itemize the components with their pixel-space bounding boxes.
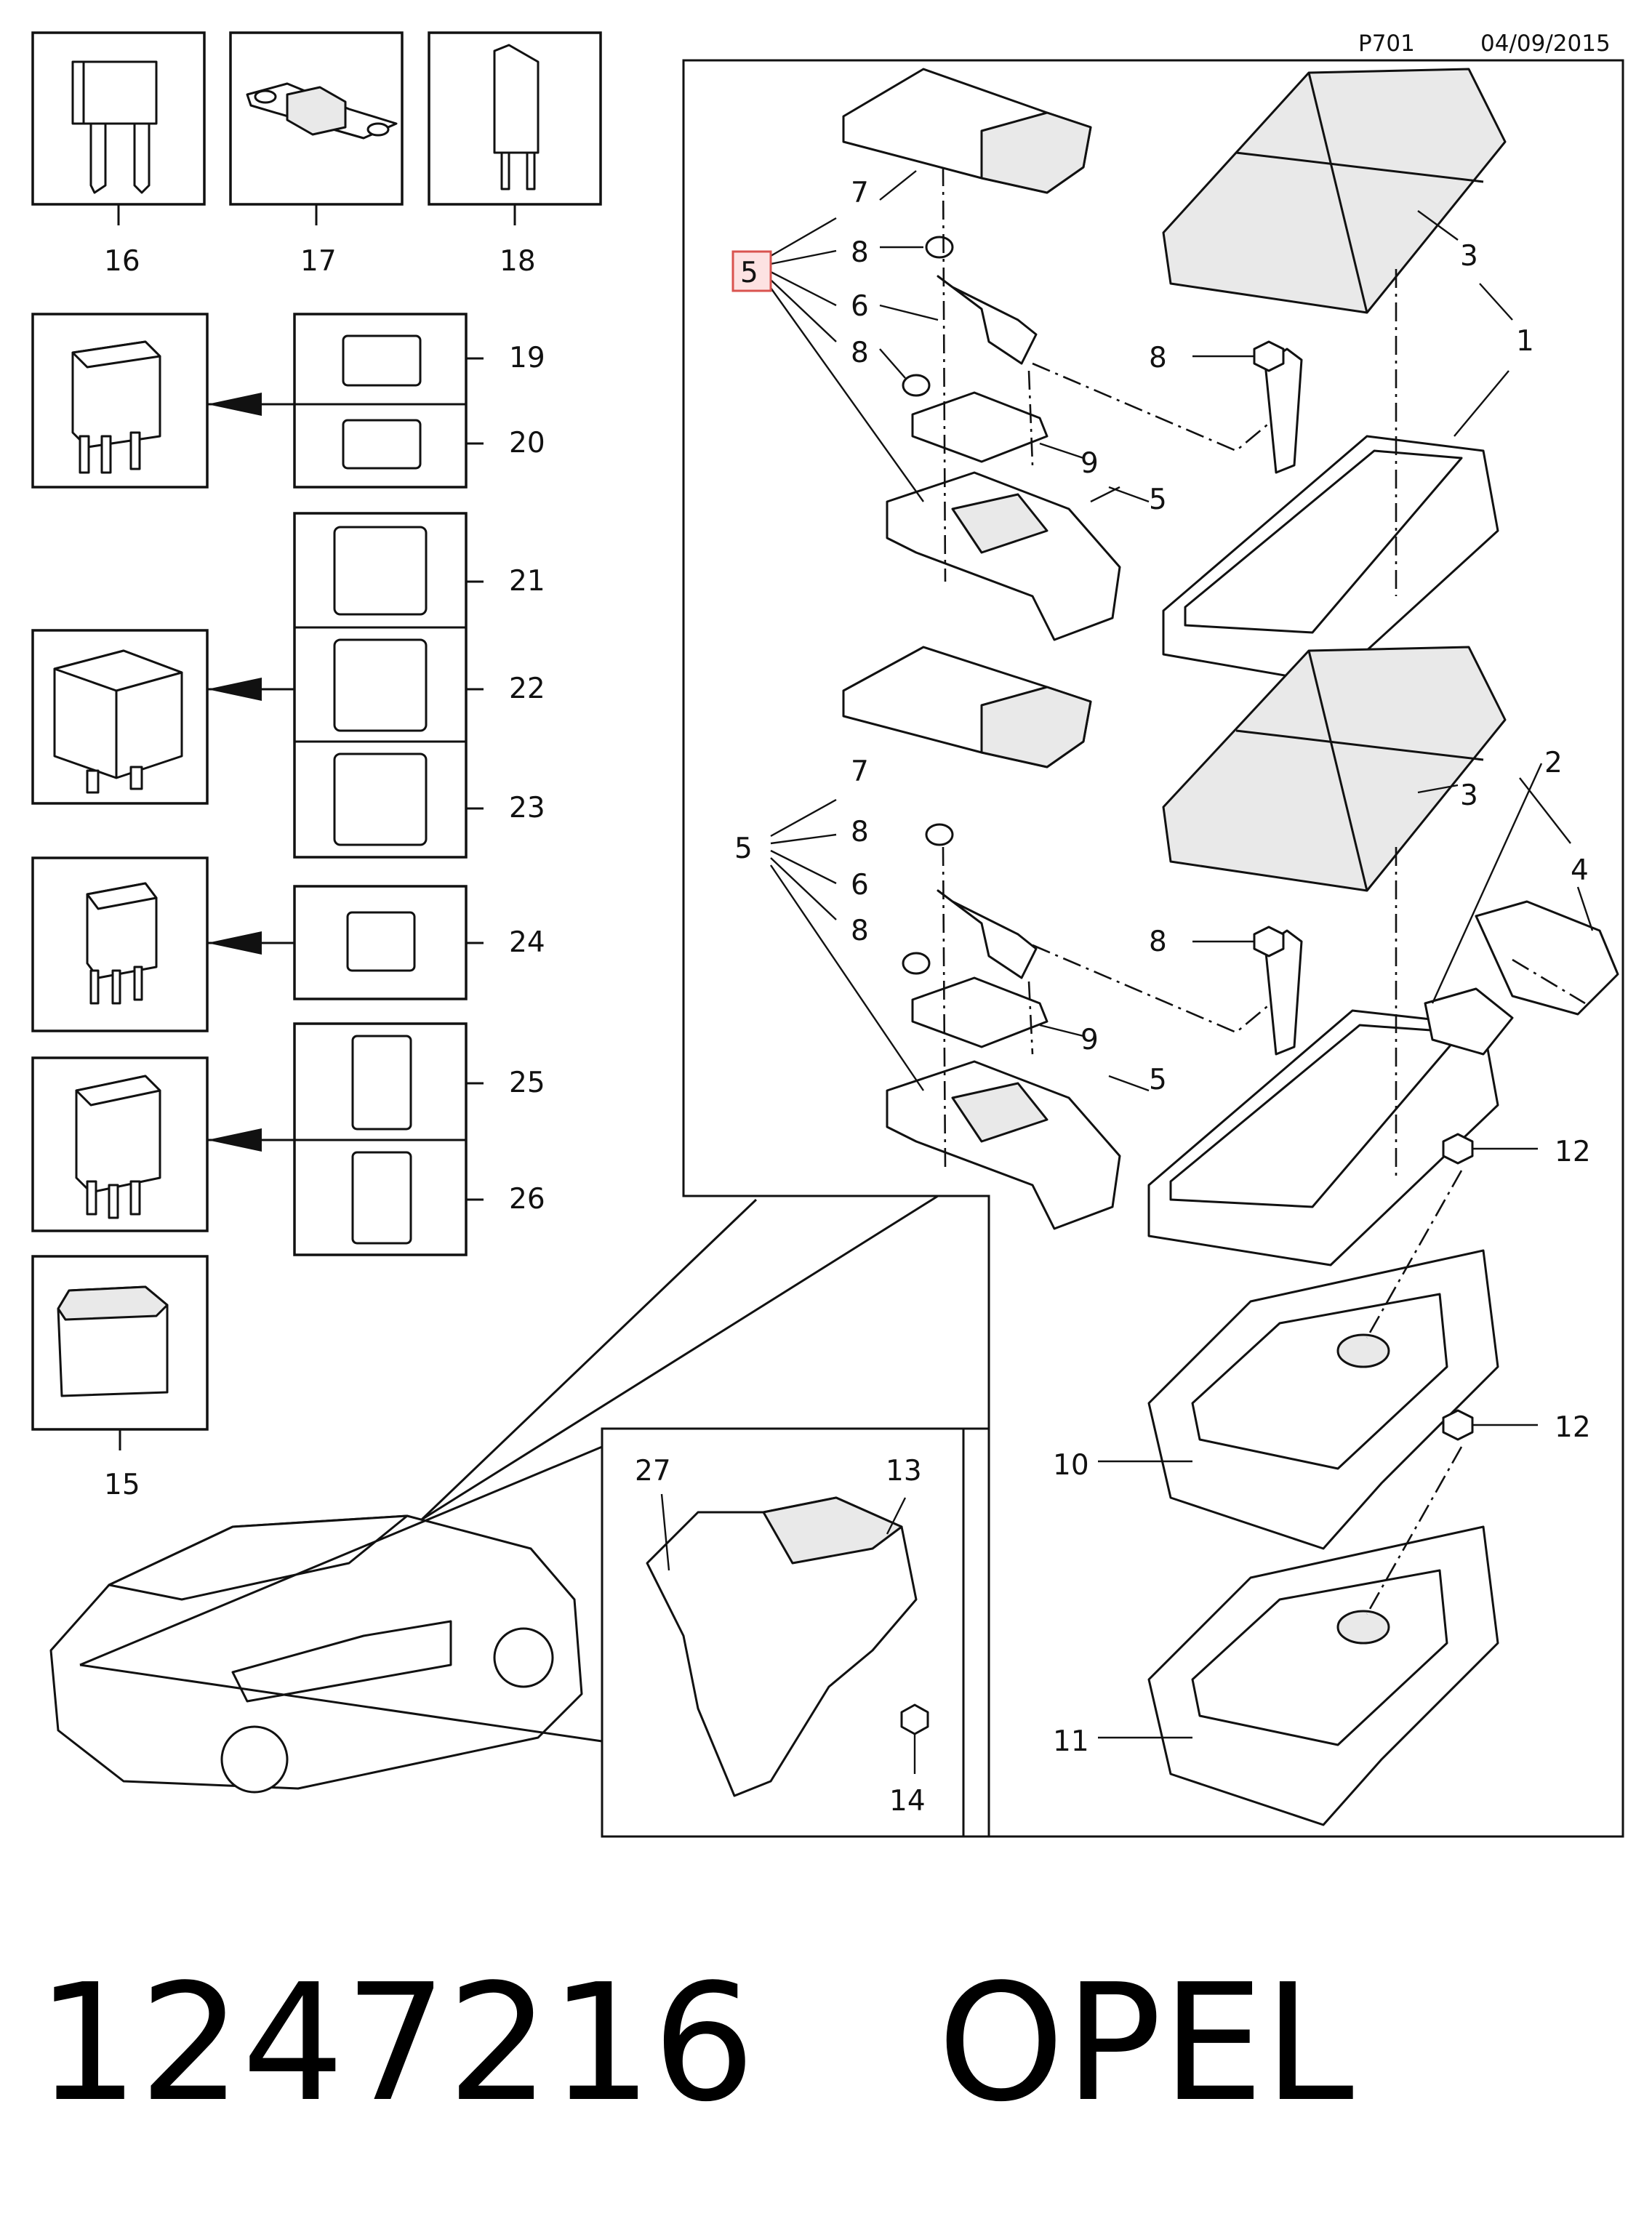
- callout-13: 13: [886, 1455, 922, 1488]
- callout-23: 23: [509, 792, 545, 824]
- callout-24: 24: [509, 926, 545, 959]
- relay-24-group: [31, 856, 484, 1032]
- callout-1: 1: [1516, 325, 1534, 358]
- brand-name: OPEL: [937, 1950, 1354, 2137]
- callout-20: 20: [509, 427, 545, 459]
- callout-7-upper: 7: [851, 177, 869, 209]
- diagram-date: 04/09/2015: [1480, 31, 1611, 57]
- callout-8-upper-b: 8: [851, 337, 869, 369]
- fuse-15-box: [31, 1255, 209, 1450]
- relay-25-26-group: [31, 1022, 484, 1256]
- upper-main-box: [1162, 68, 1507, 685]
- callout-8-upper-c: 8: [1149, 342, 1167, 374]
- nuts: [1253, 340, 1474, 1441]
- callout-7-lower: 7: [851, 755, 869, 788]
- upper-fuse-block-exploded: [842, 68, 1280, 641]
- callout-19: 19: [509, 342, 545, 374]
- callout-5-upper: 5: [1149, 483, 1167, 516]
- vehicle-location-view: [49, 1195, 990, 1838]
- callout-4: 4: [1571, 854, 1589, 887]
- relay-21-23-group: [31, 512, 484, 859]
- callout-26: 26: [509, 1183, 545, 1216]
- relay-19-20-group: [31, 313, 484, 489]
- callout-leaders: [770, 170, 1594, 1739]
- callout-8-lower-b: 8: [851, 915, 869, 947]
- part-number: 1247216: [36, 1950, 755, 2137]
- callout-2: 2: [1544, 747, 1563, 779]
- callout-5-lower-group: 5: [734, 832, 753, 865]
- fuse-17-box: [229, 31, 404, 225]
- callout-25: 25: [509, 1067, 545, 1099]
- callout-8-lower-a: 8: [851, 816, 869, 848]
- page-code: P701: [1358, 31, 1415, 57]
- callout-6-upper: 6: [851, 290, 869, 323]
- callout-15: 15: [104, 1469, 140, 1501]
- callout-17: 17: [300, 245, 337, 278]
- carrier-10: [1147, 1170, 1499, 1550]
- callout-6-lower: 6: [851, 869, 869, 902]
- carrier-11: [1147, 1446, 1499, 1826]
- callout-14: 14: [889, 1785, 926, 1818]
- lower-fuse-block-exploded: [842, 646, 1280, 1230]
- callout-3-upper: 3: [1460, 240, 1478, 273]
- callout-8-upper-a: 8: [851, 236, 869, 269]
- callout-21: 21: [509, 565, 545, 598]
- callout-5-lower: 5: [1149, 1064, 1167, 1096]
- callout-18: 18: [500, 245, 536, 278]
- callout-8-lower-c: 8: [1149, 926, 1167, 958]
- callout-9-upper: 9: [1080, 447, 1099, 480]
- callout-9-lower: 9: [1080, 1024, 1099, 1056]
- footer: 1247216 OPEL: [36, 1963, 1354, 2124]
- callout-10: 10: [1053, 1449, 1089, 1482]
- callout-5-highlight-box[interactable]: [731, 250, 772, 292]
- callout-16: 16: [104, 245, 140, 278]
- fuse-16-box: [31, 31, 206, 225]
- callout-11: 11: [1053, 1725, 1089, 1758]
- lower-main-box: [1147, 646, 1619, 1266]
- callout-12-a: 12: [1555, 1136, 1591, 1168]
- fuse-18-box: [428, 31, 602, 225]
- callout-22: 22: [509, 673, 545, 705]
- callout-3-lower: 3: [1460, 779, 1478, 812]
- callout-12-b: 12: [1555, 1411, 1591, 1444]
- callout-27: 27: [635, 1455, 671, 1488]
- callout-5-highlighted[interactable]: 5: [740, 257, 758, 289]
